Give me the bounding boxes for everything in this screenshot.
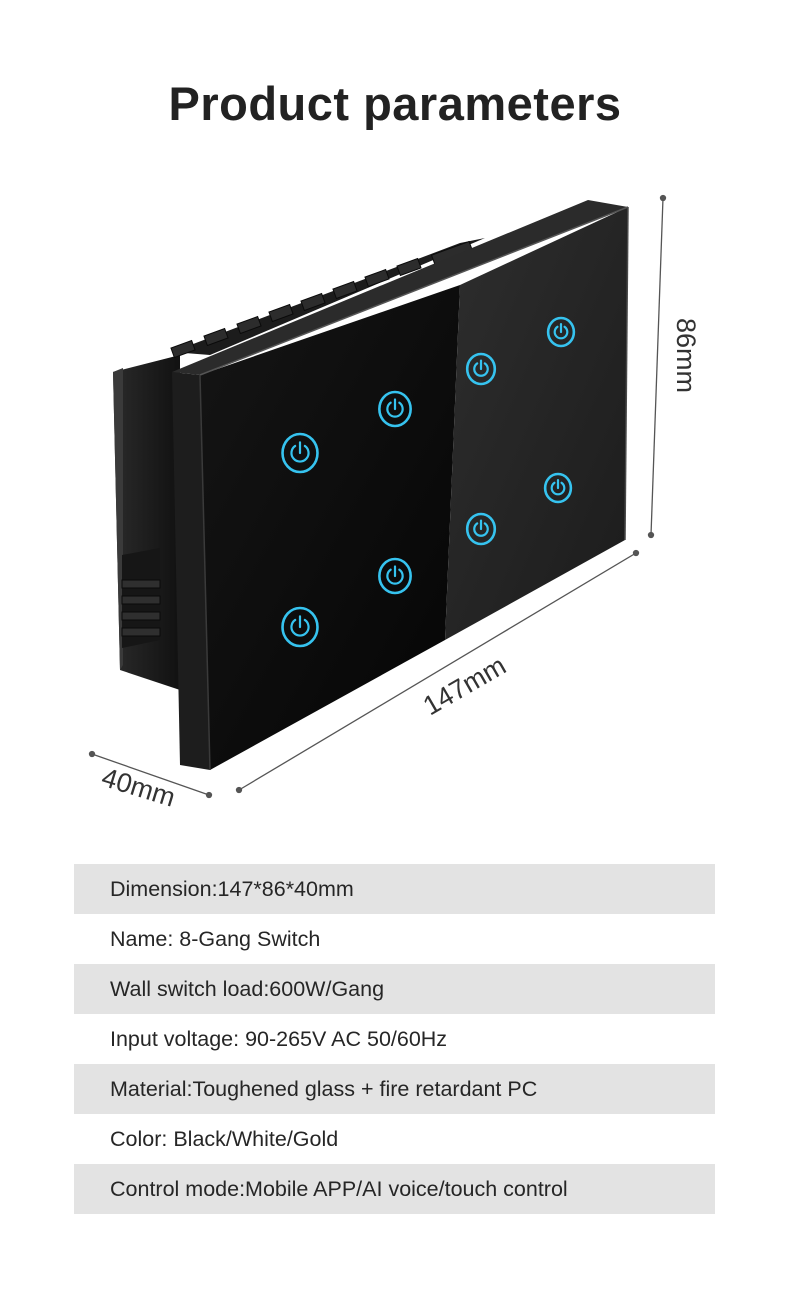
dimension-lines (88, 194, 667, 799)
spec-name: Name: 8-Gang Switch (110, 927, 321, 951)
page-title: Product parameters (168, 77, 622, 130)
dimension-height-label: 86mm (671, 318, 701, 393)
spec-color: Color: Black/White/Gold (110, 1127, 339, 1151)
power-touch-button-4 (378, 557, 412, 595)
spec-load: Wall switch load:600W/Gang (74, 964, 715, 1014)
power-icon (386, 565, 404, 585)
power-icon (553, 323, 569, 340)
power-touch-button-7 (465, 512, 497, 546)
switch-housing (113, 238, 485, 690)
power-touch-button-5 (465, 352, 497, 386)
power-icon (290, 615, 310, 637)
power-touch-button-8 (543, 472, 573, 504)
product-illustration: 86mm 147mm 40mm (88, 194, 701, 813)
touch-buttons (281, 316, 576, 648)
dimension-width-label: 147mm (418, 650, 511, 721)
top-vent-ridges (170, 240, 474, 359)
spec-control-mode: Control mode:Mobile APP/AI voice/touch c… (74, 1164, 715, 1214)
spec-material: Material:Toughened glass + fire retardan… (74, 1064, 715, 1114)
power-icon (473, 359, 489, 377)
spec-input-voltage: Input voltage: 90-265V AC 50/60Hz (110, 1027, 448, 1051)
power-touch-button-3 (281, 606, 319, 648)
power-icon (290, 441, 310, 463)
power-icon (473, 519, 489, 537)
power-touch-button-6 (546, 316, 576, 348)
spec-dimension: Dimension:147*86*40mm (74, 864, 715, 914)
power-touch-button-2 (378, 390, 412, 428)
side-vent-fins (121, 579, 161, 637)
glass-front-panel (172, 200, 629, 771)
power-icon (386, 398, 404, 418)
power-touch-button-1 (281, 432, 319, 474)
spec-table: Dimension:147*86*40mm Name: 8-Gang Switc… (74, 864, 715, 1214)
power-icon (550, 479, 566, 496)
